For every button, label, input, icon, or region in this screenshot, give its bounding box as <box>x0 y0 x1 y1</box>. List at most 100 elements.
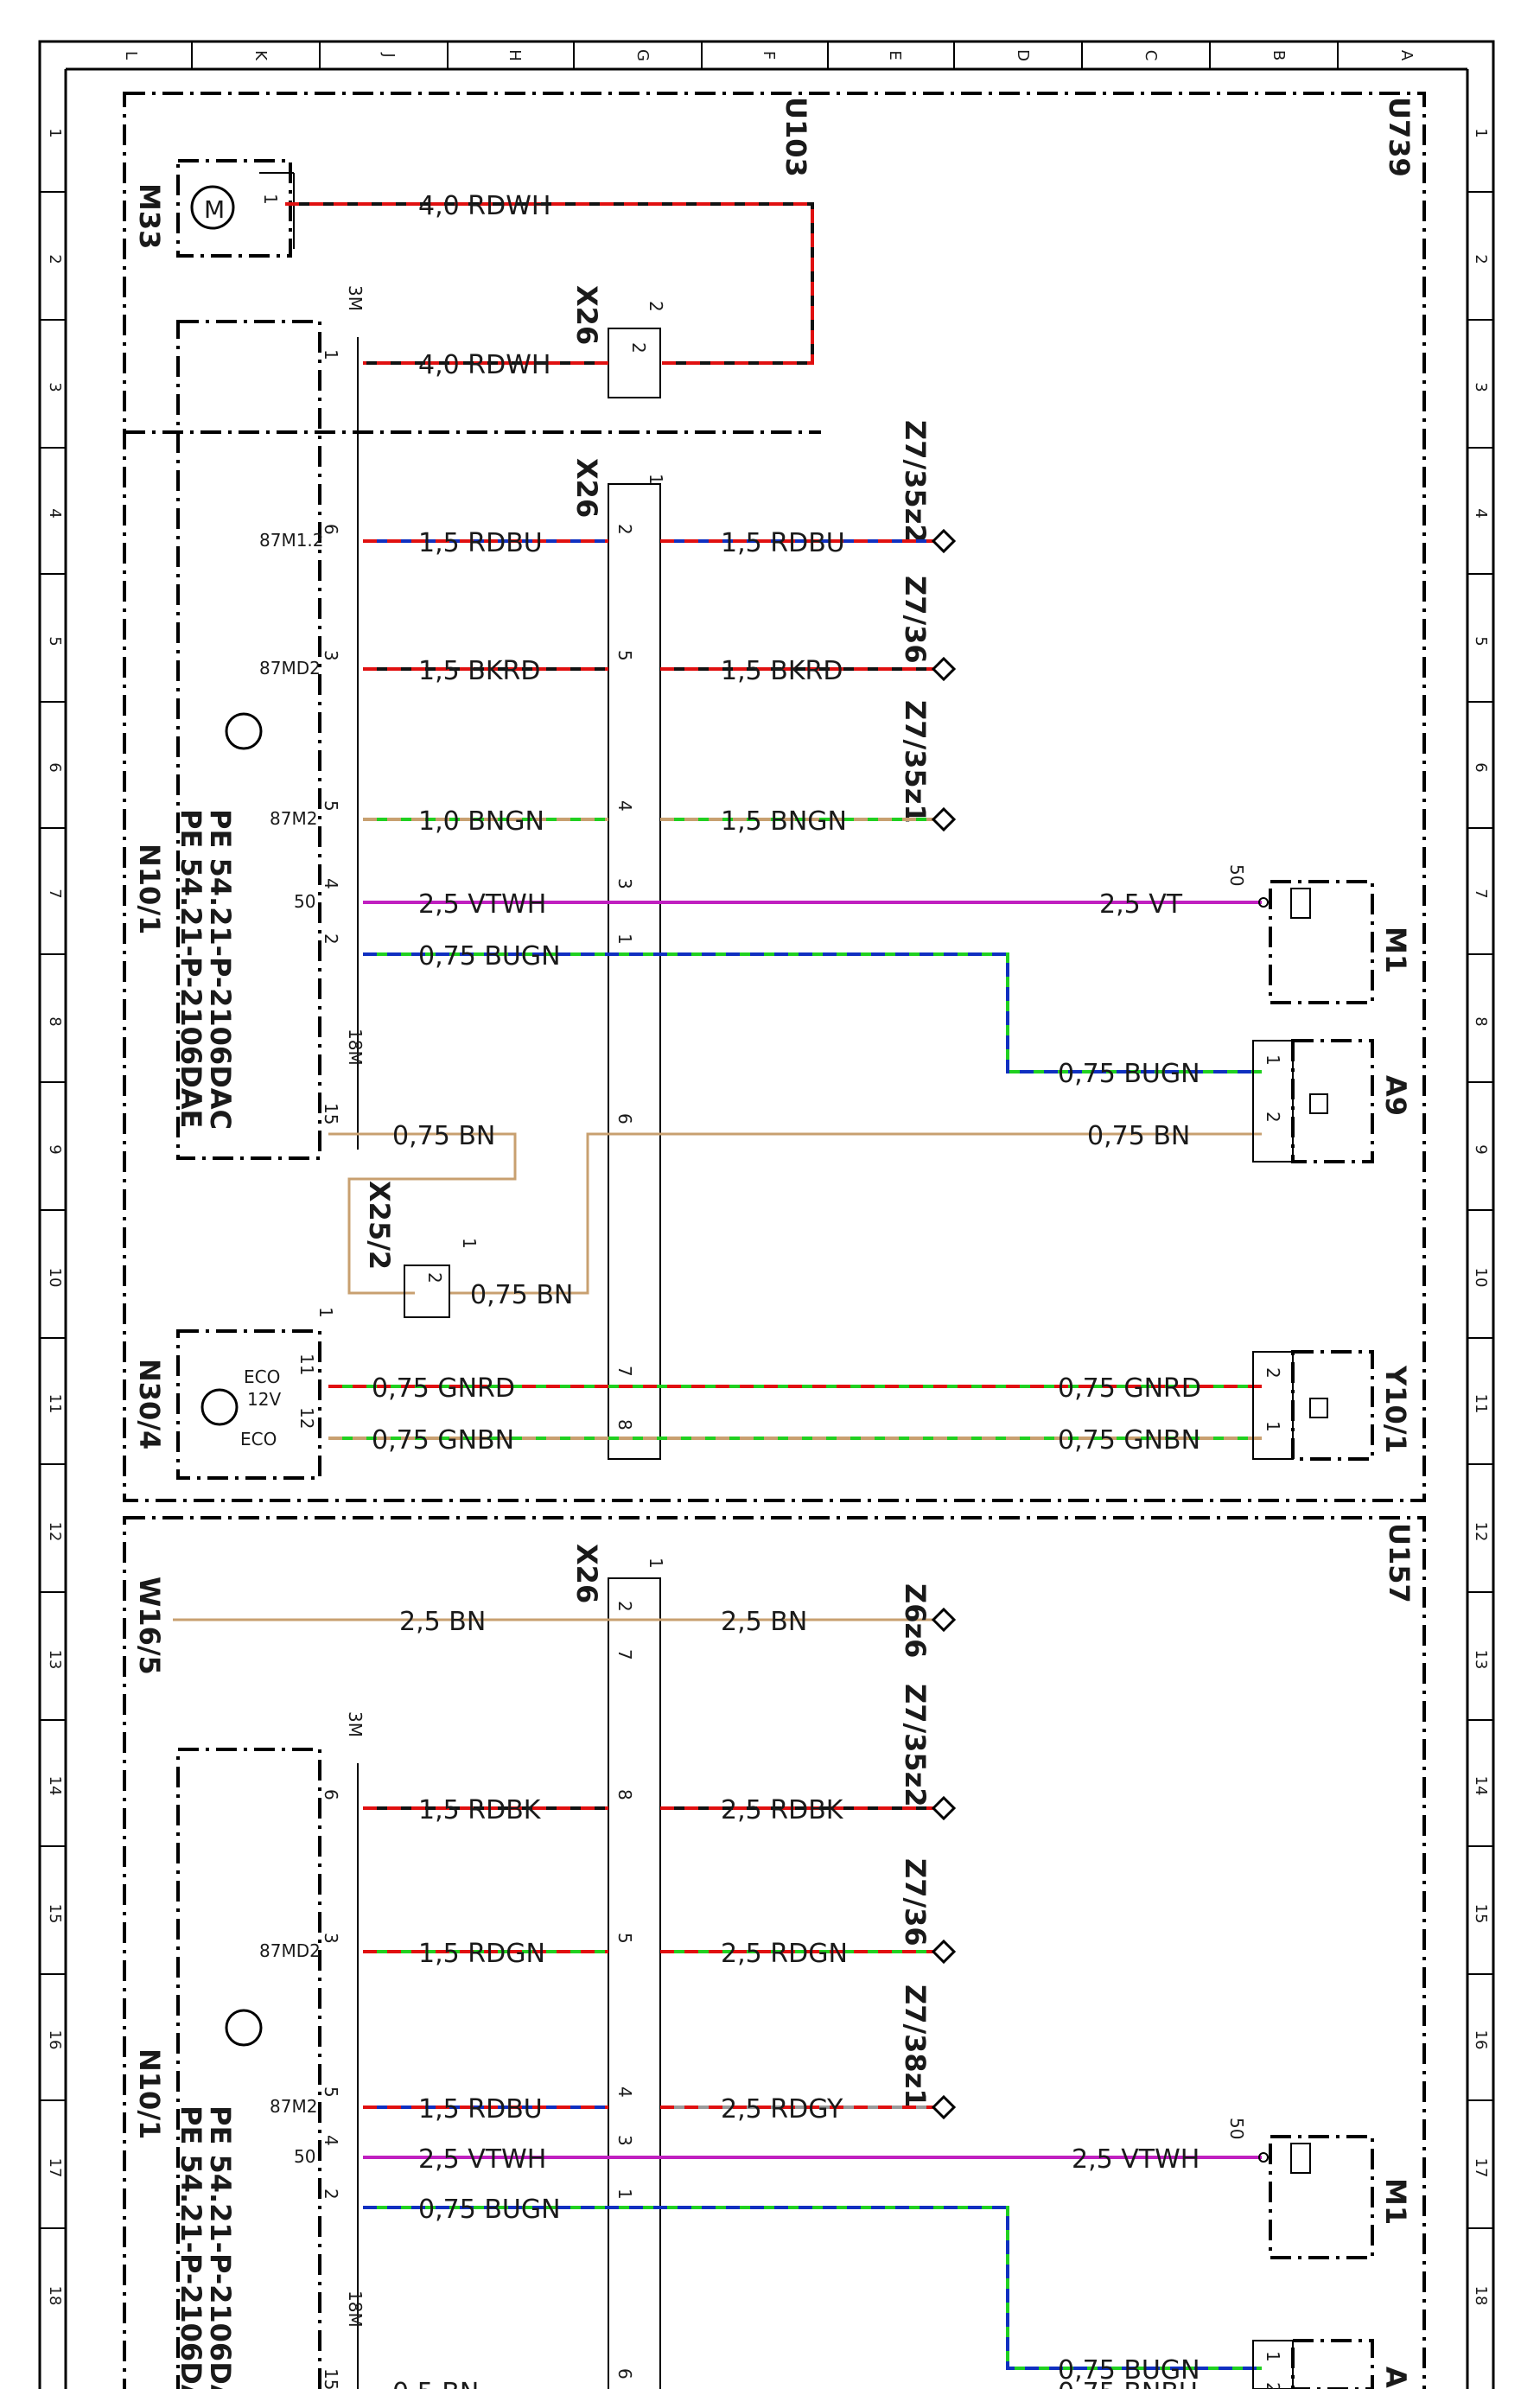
wire-label: 1,5 RDBU <box>418 2094 543 2125</box>
wire-label: 0,75 BUGN <box>418 2195 561 2225</box>
m33-label: M33 <box>133 183 166 249</box>
eco-label: ECO <box>240 1429 277 1449</box>
col-label: E <box>886 50 904 60</box>
row-label: 9 <box>46 1144 64 1154</box>
x26-b-label: X26 <box>570 458 603 518</box>
m1-top-module <box>1258 880 1374 1004</box>
control-unit-icon <box>225 712 263 750</box>
section-borders <box>123 92 1426 2389</box>
wire-row-bn <box>328 1132 1262 1295</box>
row-labels-right: 1 2 3 4 5 6 7 8 9 10 11 12 13 14 15 16 1… <box>1472 128 1490 2305</box>
n30-4-label: N30/4 <box>133 1359 166 1449</box>
motor-icon <box>190 185 235 230</box>
row-labels-left: 1 2 3 4 5 6 7 8 9 10 11 12 13 14 15 16 1… <box>46 128 64 2305</box>
row-label: 4 <box>46 508 64 518</box>
pin: 3 <box>614 2135 635 2146</box>
a9-top-label: A9 <box>1379 1075 1412 1116</box>
row-label: 12 <box>46 1522 64 1542</box>
col-label: B <box>1270 50 1288 61</box>
x26-c-label: X26 <box>570 1544 603 1603</box>
m1-top-pin: 50 <box>1226 864 1247 886</box>
row-label: 17 <box>46 2158 64 2178</box>
control-unit-icon <box>200 1388 239 1426</box>
connector-18m-bot: 18M <box>345 2290 366 2328</box>
wire-row-b-bugn <box>363 2206 1262 2370</box>
wire-label: 0,75 GNBN <box>372 1425 514 1456</box>
target-z7-35z2-top: Z7/35z2 <box>899 420 932 544</box>
row-label: 2 <box>1472 254 1490 264</box>
control-unit-icon <box>225 2009 263 2047</box>
row-label: 18 <box>46 2286 64 2306</box>
n10-1-bottom-label: N10/1 <box>133 2048 166 2139</box>
pin: 3 <box>614 878 635 889</box>
row-label: 8 <box>1472 1016 1490 1026</box>
row-label: 14 <box>1472 1776 1490 1796</box>
target-z7-36-top: Z7/36 <box>899 576 932 664</box>
col-label: F <box>760 51 778 60</box>
row-label: 10 <box>1472 1268 1490 1288</box>
y10-1-module <box>1252 1350 1374 1461</box>
pin: 6 <box>614 2368 635 2379</box>
row-label: 9 <box>1472 1144 1490 1154</box>
pe-ref-bot-1: PE 54.21-P-2106DAC <box>204 2106 237 2389</box>
wire-row-b-rdbk <box>363 1795 957 1821</box>
pin: 12 <box>296 1407 317 1429</box>
row-label: 16 <box>1472 2030 1490 2050</box>
row-label: 1 <box>46 128 64 137</box>
col-label: C <box>1142 50 1160 61</box>
signal-label: 87M1.2 <box>259 530 324 551</box>
pin: 11 <box>296 1354 317 1375</box>
wire-rdwh <box>285 202 814 365</box>
wire-label: 2,5 VTWH <box>418 889 546 920</box>
wire-row-bugn <box>363 952 1262 1073</box>
row-label: 13 <box>1472 1650 1490 1670</box>
pin: 3 <box>321 650 341 661</box>
row-label: 6 <box>1472 762 1490 772</box>
x25-2-num: 1 <box>459 1238 480 1249</box>
row-label: 14 <box>46 1776 64 1796</box>
x26-b-connector <box>608 483 661 1460</box>
x26-b-num: 1 <box>646 474 666 485</box>
wire-label: 1,5 BKRD <box>418 656 540 686</box>
pin: 7 <box>614 1649 635 1660</box>
y10-1-label: Y10/1 <box>1379 1365 1412 1454</box>
col-label: K <box>251 50 270 61</box>
n10t-pin-1: 1 <box>321 349 341 360</box>
signal-label: 87M2 <box>270 2096 317 2117</box>
motor-symbol: M <box>204 195 225 224</box>
x26-c-connector <box>608 1577 661 2389</box>
wire-label: 1,5 BKRD <box>721 656 843 686</box>
pin: 6 <box>321 1789 341 1800</box>
m33-motor: M <box>176 159 295 258</box>
pin: 5 <box>321 2086 341 2098</box>
row-label: 7 <box>46 889 64 898</box>
x25-2-connector <box>404 1265 450 1318</box>
n30-4-num: 1 <box>315 1307 336 1318</box>
n10-1-top-label: N10/1 <box>133 844 166 934</box>
row-label: 2 <box>46 254 64 264</box>
pin: 8 <box>614 1419 635 1430</box>
wire-label: 0,75 BUGN <box>1058 2355 1200 2386</box>
row-label: 1 <box>1472 128 1490 137</box>
pin: 5 <box>321 800 341 812</box>
col-label: H <box>506 49 524 61</box>
signal-label: 87MD2 <box>259 1940 321 1961</box>
x25-2-pin: 2 <box>424 1272 445 1284</box>
pin: 3 <box>321 1933 341 1944</box>
section-label-u739: U739 <box>1383 97 1416 177</box>
wire-label: 4,0 RDWH <box>418 350 550 380</box>
row-label: 13 <box>46 1650 64 1670</box>
connector-18m-top: 18M <box>345 1029 366 1066</box>
pin: 2 <box>1263 1367 1283 1379</box>
wire-label: 2,5 VTWH <box>418 2144 546 2175</box>
row-label: 3 <box>1472 382 1490 392</box>
pin: 2 <box>614 524 635 535</box>
wire-row-b-rdbu <box>363 2094 957 2120</box>
pin: 2 <box>1263 2382 1283 2389</box>
row-label: 5 <box>46 636 64 646</box>
wire-label: 2,5 RDBK <box>721 1795 844 1825</box>
signal-label: 50 <box>294 891 315 912</box>
signal-label: 87M2 <box>270 808 317 829</box>
pin: 15 <box>321 1103 341 1124</box>
